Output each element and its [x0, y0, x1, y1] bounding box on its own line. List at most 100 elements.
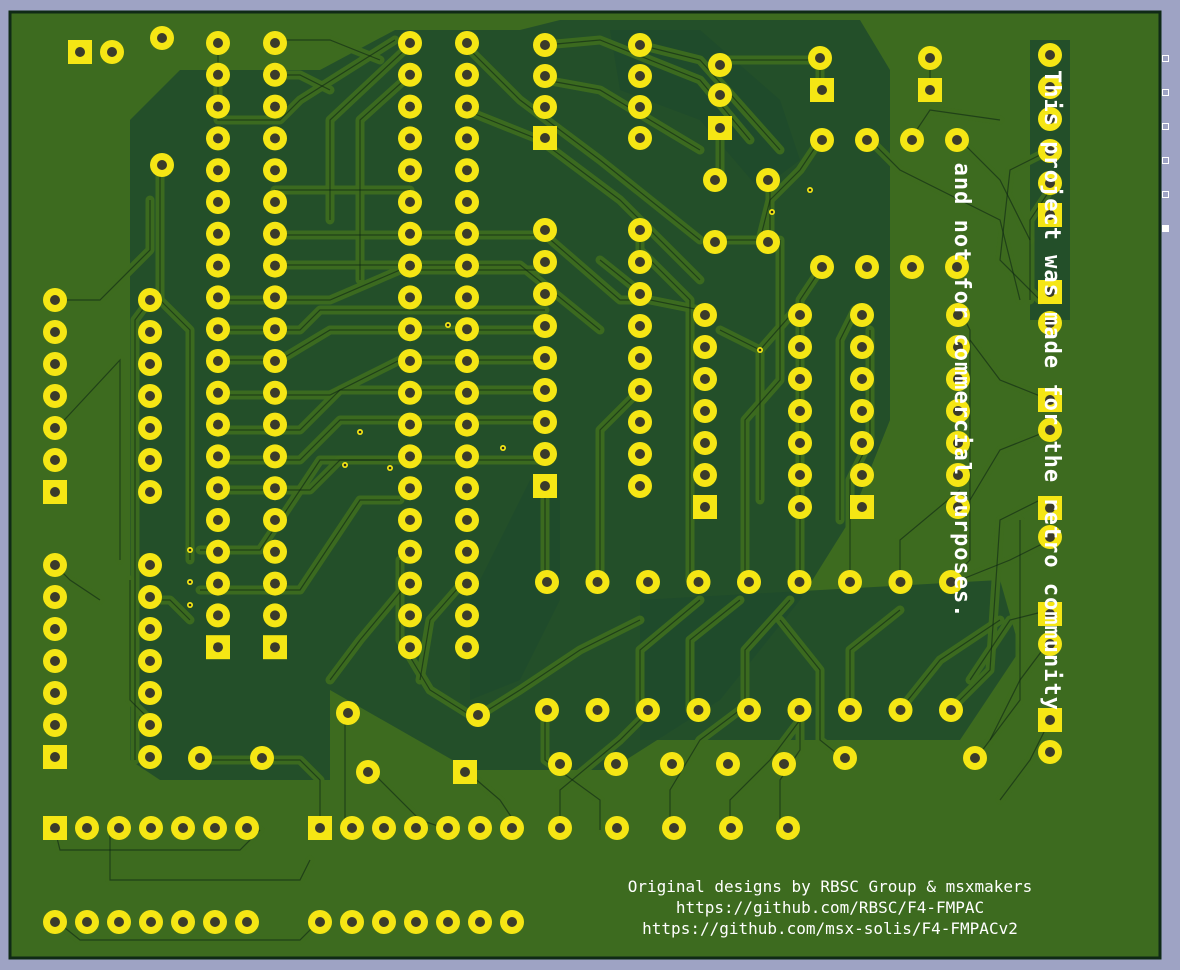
pad-drill [643, 577, 653, 587]
via-drill [770, 210, 774, 214]
pad-drill [213, 356, 223, 366]
pad-drill [270, 546, 280, 557]
pad-drill [405, 101, 415, 112]
pad-drill [213, 546, 223, 557]
credits-block: Original designs by RBSC Group & msxmake… [560, 876, 1100, 939]
pad-drill [862, 135, 872, 145]
pad-drill [145, 295, 155, 305]
pad-drill [952, 135, 962, 145]
pad-drill [507, 917, 517, 927]
pad-drill [462, 419, 472, 430]
pad-drill [635, 385, 645, 395]
pad-drill [540, 257, 550, 267]
trace-edge [200, 759, 321, 830]
trace-edge [129, 580, 151, 721]
trace-edge [689, 599, 741, 710]
trace-edge [54, 919, 321, 941]
pad-drill [50, 455, 60, 465]
pad-drill [270, 324, 280, 335]
pad-drill [213, 419, 223, 430]
pad-drill [795, 374, 805, 384]
pad-drill [862, 262, 872, 272]
pad-drill [347, 917, 357, 927]
pad-drill [462, 228, 472, 239]
pad-drill [1045, 503, 1055, 513]
pad-drill [763, 237, 773, 247]
pad-drill [817, 85, 827, 95]
pad-drill [405, 197, 415, 207]
trace-edge [544, 79, 701, 151]
pad-drill [405, 642, 415, 653]
pad-drill [270, 260, 280, 271]
pad-drill [953, 342, 963, 352]
pad-drill [794, 705, 805, 715]
pad-drill [462, 610, 472, 621]
pad-drill [475, 823, 485, 833]
trace-edge [359, 74, 411, 280]
pad-drill [50, 917, 60, 927]
pad-drill [635, 353, 645, 363]
pad-drill [213, 578, 223, 589]
pad-drill [50, 295, 60, 305]
trace-edge [744, 240, 781, 580]
pad-drill [953, 502, 963, 512]
pad-drill [145, 656, 155, 666]
pad-drill [405, 387, 415, 398]
trace-edge [899, 489, 961, 580]
pad-drill [462, 38, 472, 48]
pad-drill [270, 642, 280, 653]
pad-drill [462, 356, 472, 366]
pad-drill [213, 101, 223, 112]
community-notice: This project was made for the retro comm… [886, 70, 1126, 711]
trace-edge [54, 358, 121, 560]
trace-edge [969, 429, 1051, 501]
pad-drill [1045, 210, 1055, 220]
pad-drill [540, 71, 550, 81]
pad-drill [540, 481, 550, 491]
pad-drill [542, 705, 552, 715]
pad-drill [1045, 425, 1055, 435]
trace-edge [959, 539, 1051, 581]
via-drill [501, 446, 505, 450]
pad-drill [1045, 82, 1055, 92]
pad-drill [50, 327, 60, 337]
pad-drill [462, 165, 472, 176]
pad-drill [462, 324, 472, 335]
pad-drill [315, 917, 325, 927]
pad-drill [857, 310, 867, 320]
pad-drill [114, 823, 124, 833]
pad-drill [270, 515, 280, 525]
pad-drill [50, 487, 60, 497]
trace-edge [218, 309, 545, 331]
pad-drill [270, 197, 280, 207]
pad-drill [763, 175, 773, 185]
trace-edge [989, 639, 1051, 741]
pad-drill [343, 708, 353, 718]
pad-drill [635, 133, 645, 143]
pad-drill [475, 917, 485, 927]
pad-drill [779, 759, 789, 769]
pad-drill [744, 705, 754, 715]
pad-drill [794, 577, 805, 587]
pad-drill [379, 917, 389, 927]
pad-drill [907, 135, 917, 145]
pad-drill [857, 470, 867, 480]
pad-drill [462, 515, 472, 525]
pad-drill [50, 752, 60, 762]
pad-drill [462, 387, 472, 398]
trace-edge [839, 309, 856, 520]
pad-drill [953, 470, 963, 480]
pad-drill [405, 451, 415, 462]
trace-edge [217, 39, 396, 121]
pad-drill [82, 823, 92, 833]
pad-drill [845, 577, 855, 587]
pad-drill [213, 228, 223, 239]
trace-edge [719, 329, 761, 351]
pad-drill [242, 823, 252, 833]
pad-drill [1045, 532, 1055, 542]
pad-drill [145, 455, 155, 465]
pad-drill [700, 406, 710, 416]
pad-drill [50, 560, 60, 570]
trace-edge [329, 579, 411, 681]
pad-drill [540, 321, 550, 331]
